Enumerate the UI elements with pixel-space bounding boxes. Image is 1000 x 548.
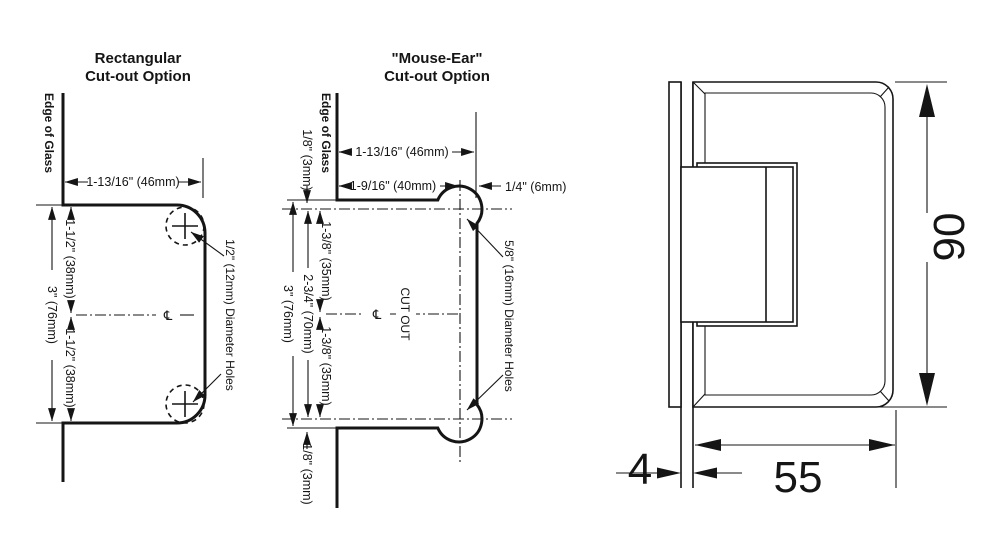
rect-dim-lower: 1-1/2" (38mm) [63,316,77,422]
profile-pivot-block [680,162,798,327]
diagram-hinge-profile: 90 4 55 [616,81,974,502]
mouse-holes-note-label: 5/8" (16mm) Diameter Holes [502,240,516,392]
mouse-title-line2: Cut-out Option [384,68,490,85]
rect-dim-lower-label: 1-1/2" (38mm) [63,328,77,407]
rect-centerline-symbol: ℄ [163,309,173,324]
mouse-dim-width-outer-label: 1-13/16" (46mm) [355,145,448,159]
mouse-dim-ear-offset-label: 1/4" (6mm) [505,180,566,194]
mouse-dim-upper: 1-3/8" (35mm) [316,210,333,313]
rect-edge-of-glass-label: Edge of Glass [42,93,56,173]
mouse-dim-width-center: 1-9/16" (40mm) [338,179,459,193]
rect-dim-width-label: 1-13/16" (46mm) [86,175,179,189]
diagram-rectangular-cutout: Rectangular Cut-out Option Edge of Glass… [36,50,237,482]
rect-centerline: ℄ [76,309,194,324]
profile-dim-glass: 4 [616,445,742,494]
mouse-dim-offset-top-label: 1/8" (3mm) [300,129,314,190]
mouse-dim-offset-bottom-label: 1/8" (3mm) [300,443,314,504]
profile-corner-chamfers [692,81,890,408]
mouse-dim-centers-label: 2-3/4" (70mm) [301,274,315,353]
profile-dim-glass-label: 4 [628,445,652,494]
rect-dim-upper-label: 1-1/2" (38mm) [63,219,77,298]
rect-dim-width: 1-13/16" (46mm) [64,175,202,189]
rect-dim-overall-label: 3" (76mm) [45,286,59,344]
rect-holes-note-label: 1/2" (12mm) Diameter Holes [223,239,237,391]
mouse-dim-upper-label: 1-3/8" (35mm) [319,221,333,300]
mouse-cutout-label: CUT OUT [398,287,412,341]
profile-dim-height-label: 90 [925,213,974,262]
rect-cutout-outline [61,93,207,482]
mouse-dim-lower: 1-3/8" (35mm) [316,316,333,418]
mouse-dim-width-outer: 1-13/16" (46mm) [338,145,475,159]
cutout-label-mask [396,286,416,342]
rect-title-line2: Cut-out Option [85,68,191,85]
rect-extension-lines [36,158,204,424]
mouse-dim-offset-top: 1/8" (3mm) [300,129,314,204]
profile-dim-width: 55 [695,410,897,502]
rect-hole-top [165,206,205,246]
rect-dim-overall: 3" (76mm) [45,206,59,422]
profile-dim-height: 90 [879,81,974,408]
mouse-dim-lower-label: 1-3/8" (35mm) [319,326,333,405]
rect-holes-note: 1/2" (12mm) Diameter Holes [190,231,237,403]
mouse-dim-overall-label: 3" (76mm) [281,285,295,343]
profile-body-inner-line [704,92,886,396]
mouse-dim-width-center-label: 1-9/16" (40mm) [350,179,436,193]
rect-title-line1: Rectangular [95,50,182,67]
diagram-mouse-ear-cutout: "Mouse-Ear" Cut-out Option Edge of Glass… [281,50,566,508]
profile-back-plate [668,81,682,408]
mouse-title-line1: "Mouse-Ear" [392,50,483,67]
mouse-dim-overall: 3" (76mm) [281,201,297,427]
rect-hole-bottom [165,384,205,424]
mouse-centerline: ℄ CUT OUT [326,286,460,342]
mouse-extension-lines [287,112,477,429]
mouse-dim-ear-offset: 1/4" (6mm) [478,180,566,194]
rect-dim-upper: 1-1/2" (38mm) [63,206,77,314]
mouse-hole-centerlines [282,180,512,464]
profile-dim-width-label: 55 [774,453,823,502]
mouse-dim-offset-bottom: 1/8" (3mm) [300,431,314,505]
mouse-edge-of-glass-label: Edge of Glass [319,93,333,173]
mouse-centerline-symbol: ℄ [372,308,382,323]
mouse-dim-centers: 2-3/4" (70mm) [301,210,315,418]
mouse-holes-note: 5/8" (16mm) Diameter Holes [466,218,516,411]
